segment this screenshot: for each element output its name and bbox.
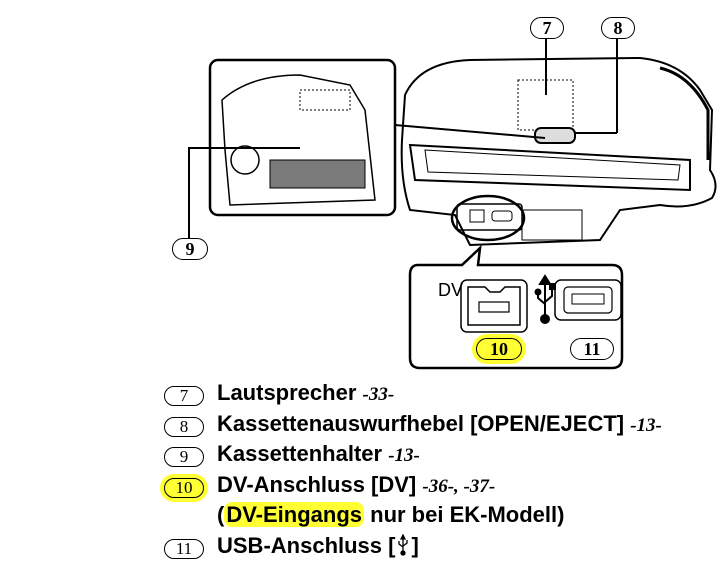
item-number: 11: [164, 538, 204, 559]
item-number: 7: [164, 386, 204, 406]
page-ref: -33-: [362, 384, 395, 405]
item-number: 10: [164, 477, 204, 498]
callout-7: 7: [530, 17, 564, 39]
callout-8: 8: [601, 17, 635, 39]
note-text: nur bei EK-Modell): [364, 502, 565, 527]
bracket-close: ]: [411, 532, 419, 558]
page-ref: -36-, -37-: [422, 475, 496, 497]
highlighted-text: DV-Eingangs: [224, 502, 365, 527]
page-ref: -13-: [388, 445, 420, 466]
dv-label: DV: [438, 280, 464, 300]
callout-9: 9: [172, 238, 208, 260]
item-label: Kassettenauswurfhebel [OPEN/EJECT]: [217, 410, 625, 436]
item-label: DV-Anschluss [DV]: [217, 471, 417, 497]
item-number: 8: [164, 416, 204, 437]
item-label: Lautsprecher: [217, 380, 357, 405]
paren-open: (: [217, 502, 225, 527]
usb-icon: [398, 533, 409, 556]
camcorder-illustration: [188, 37, 717, 370]
item-label: Kassettenhalter: [217, 441, 383, 466]
item-number: 9: [164, 447, 204, 467]
page-ref: -13-: [630, 414, 662, 436]
callout-10: 10: [476, 338, 522, 360]
usb-icon: [534, 274, 556, 324]
item-label: USB-Anschluss [: [217, 532, 396, 558]
callout-11: 11: [570, 338, 614, 360]
